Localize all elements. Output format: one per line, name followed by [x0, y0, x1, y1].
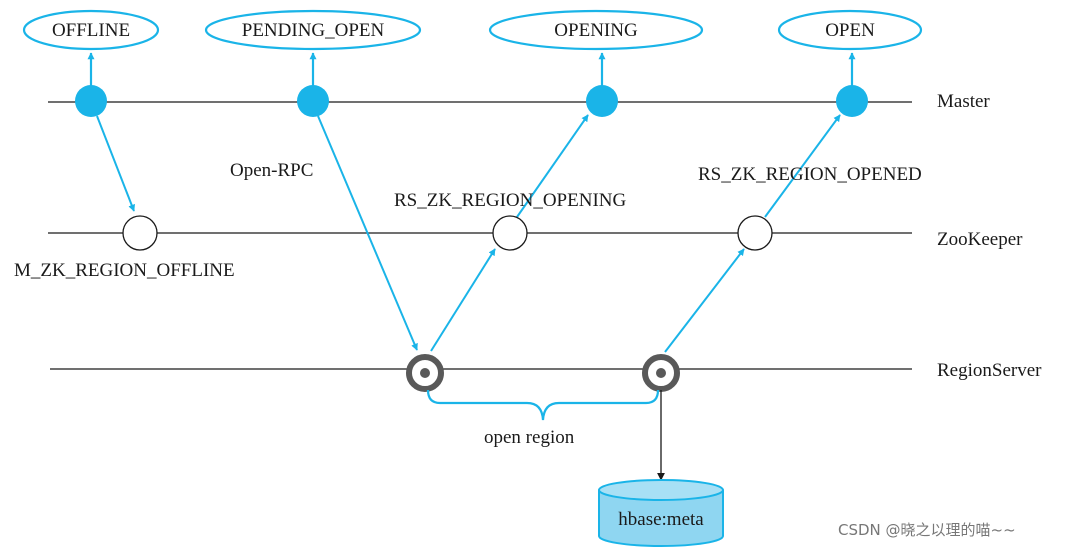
arrow-master-to-zk-offline: [96, 115, 135, 212]
arrow-open-rpc: [317, 115, 418, 351]
csdn-watermark: CSDN @晓之以理的喵~~: [838, 521, 1016, 539]
state-open: OPEN: [777, 9, 923, 51]
arrow-zk-opened-to-master: [764, 114, 841, 218]
state-open-label: OPEN: [825, 20, 875, 41]
master-node-pending-open: [297, 85, 329, 117]
zk-node-opening: [492, 215, 528, 251]
master-node-offline: [75, 85, 107, 117]
state-offline-label: OFFLINE: [52, 20, 130, 41]
arrow-rs-to-zk-opening: [430, 248, 496, 352]
master-node-opening: [586, 85, 618, 117]
lane-label-regionserver: RegionServer: [937, 360, 1042, 381]
state-opening-label: OPENING: [554, 20, 638, 41]
hbase-meta-label: hbase:meta: [618, 509, 704, 530]
regionserver-node-2: [642, 354, 680, 392]
label-open-region: open region: [484, 427, 575, 448]
hbase-meta-cylinder: hbase:meta: [598, 479, 724, 547]
arrow-zk-opening-to-master: [516, 114, 589, 218]
zk-node-opened: [737, 215, 773, 251]
regionserver-node-1: [406, 354, 444, 392]
master-node-open: [836, 85, 868, 117]
lane-label-master: Master: [937, 91, 990, 112]
state-pending-open: PENDING_OPEN: [204, 9, 422, 51]
state-offline: OFFLINE: [22, 9, 160, 51]
label-rs-zk-region-opening: RS_ZK_REGION_OPENING: [394, 190, 627, 211]
open-region-brace: [426, 389, 660, 421]
state-opening: OPENING: [488, 9, 704, 51]
label-rs-zk-region-opened: RS_ZK_REGION_OPENED: [698, 164, 922, 185]
arrow-rs-to-zk-opened: [664, 248, 745, 353]
lane-label-zookeeper: ZooKeeper: [937, 229, 1023, 250]
label-open-rpc: Open-RPC: [230, 160, 313, 181]
zk-node-offline: [122, 215, 158, 251]
state-pending-open-label: PENDING_OPEN: [242, 20, 385, 41]
label-m-zk-region-offline: M_ZK_REGION_OFFLINE: [14, 260, 235, 281]
